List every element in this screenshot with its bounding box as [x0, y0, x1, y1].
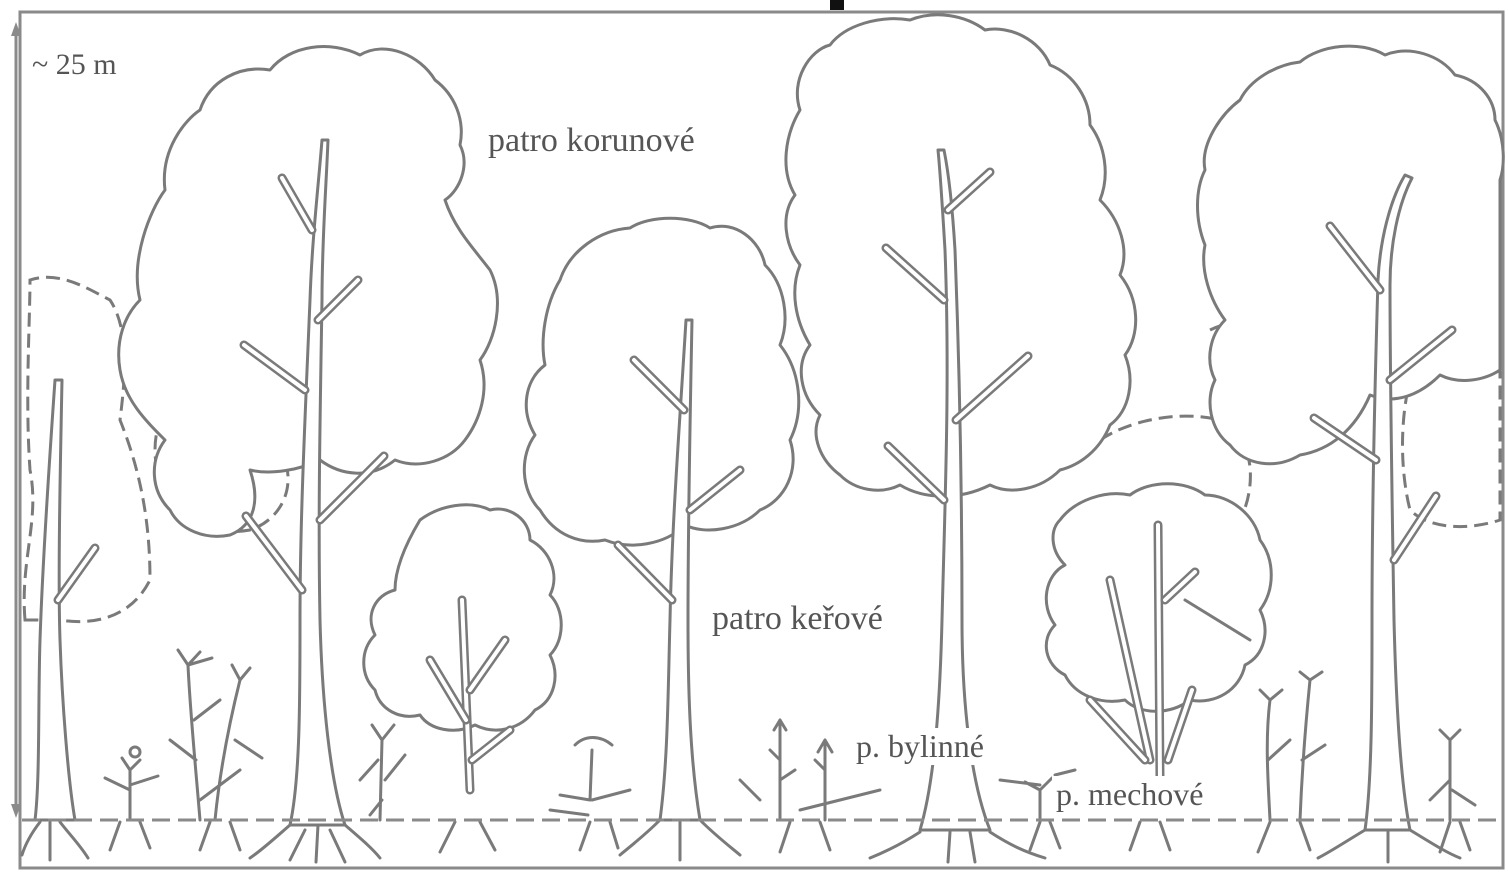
shrub-layer-label: patro keřové: [708, 600, 887, 638]
canopy-layer-label: patro korunové: [484, 122, 699, 160]
frame-mark: [830, 0, 844, 10]
herb-layer-label: p. bylinné: [852, 728, 988, 765]
moss-layer-label: p. mechové: [1052, 776, 1208, 813]
height-label: ~ 25 m: [32, 48, 117, 82]
roots: [22, 820, 1470, 862]
